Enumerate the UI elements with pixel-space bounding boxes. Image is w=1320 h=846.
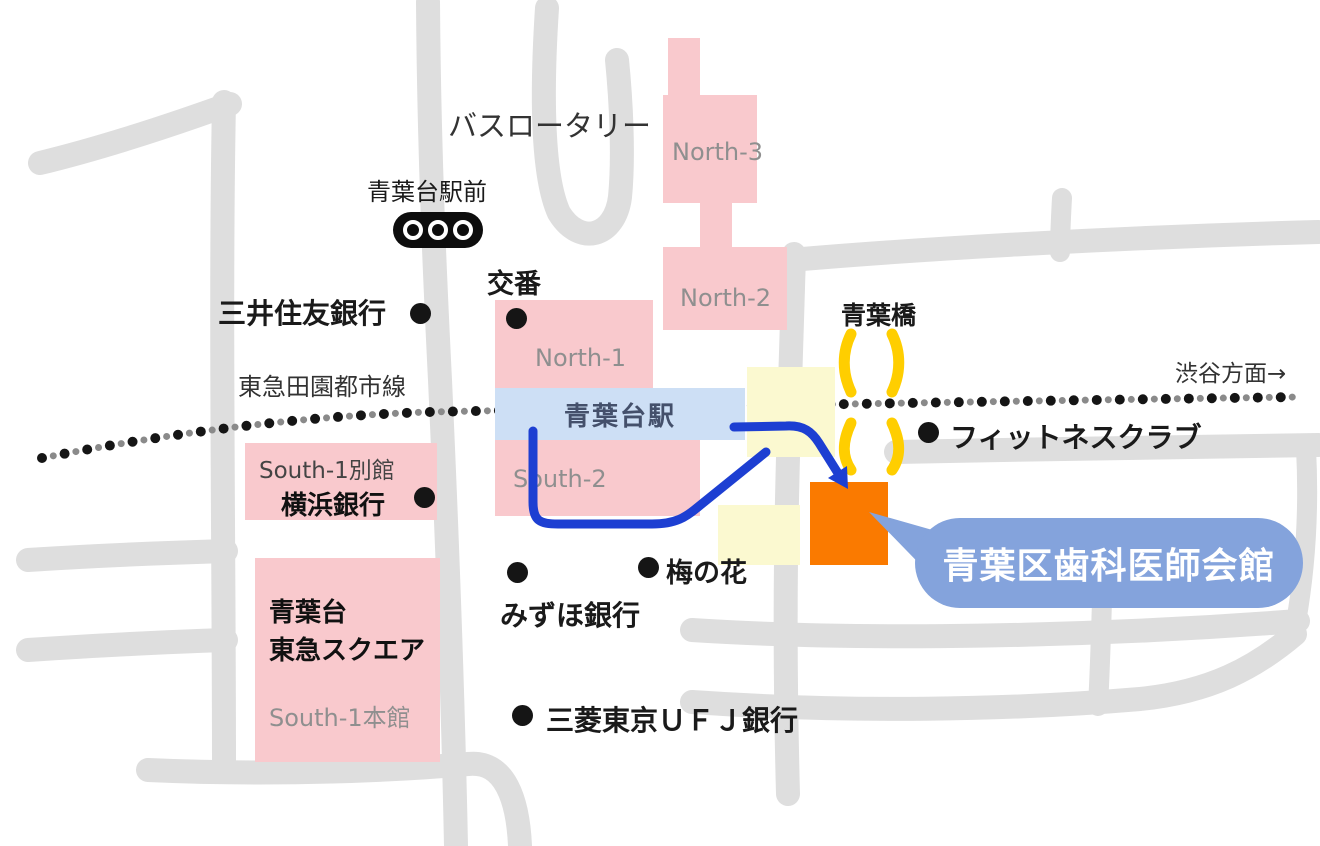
marker-dot-ufj-bank xyxy=(512,705,533,726)
building-north-2 xyxy=(663,247,787,330)
marker-dot-mizuho-bank xyxy=(507,562,528,583)
marker-dot-ume-no-hana xyxy=(638,557,659,578)
ume-no-hana-label: 梅の花 xyxy=(666,558,747,589)
station-front-label: 青葉台駅前 xyxy=(367,178,487,206)
building-north-connector xyxy=(700,203,732,247)
mizuho-bank-label: みずほ銀行 xyxy=(500,599,641,632)
signal-lamp-icon xyxy=(403,220,423,240)
ufj-bank-label: 三菱東京ＵＦＪ銀行 xyxy=(546,704,799,737)
building-north-1-label: North-1 xyxy=(535,344,627,372)
building-south-1-annex-label: South-1別館 xyxy=(259,458,395,484)
roads xyxy=(16,0,1320,846)
building-north-3-label: North-3 xyxy=(672,138,764,166)
marker-dot-police-box xyxy=(506,308,527,329)
building-north-3 xyxy=(663,95,757,203)
rail-line-label: 東急田園都市線 xyxy=(238,373,406,401)
destination-building xyxy=(810,482,888,565)
building-south-1-main-label: South-1本館 xyxy=(269,704,411,732)
fitness-club-label: フィットネスクラブ xyxy=(950,421,1202,454)
tokyu-square-label-2: 東急スクエア xyxy=(269,636,426,666)
building-south-1-annex: South-1別館 横浜銀行 xyxy=(245,443,437,521)
marker-dot-yokohama-bank xyxy=(414,487,435,508)
traffic-signal-icon xyxy=(393,212,483,248)
bus-rotary-label: バスロータリー xyxy=(448,109,652,143)
building-tokyu-square: 青葉台 東急スクエア South-1本館 xyxy=(255,558,440,762)
building-north-3-stem xyxy=(668,38,700,98)
marker-dot-fitness-club xyxy=(918,422,939,443)
highlight-area-east xyxy=(747,367,835,457)
tokyu-square-label-1: 青葉台 xyxy=(269,598,348,628)
destination-label: 青葉区歯科医師会館 xyxy=(942,546,1276,587)
marker-dot-smbc-bank xyxy=(410,303,431,324)
building-south-2-label: South-2 xyxy=(513,465,607,493)
building-north-2-label: North-2 xyxy=(680,284,772,312)
aobadai-station-block: 青葉台駅 xyxy=(495,388,745,440)
signal-lamp-icon xyxy=(453,220,473,240)
signal-lamp-icon xyxy=(428,220,448,240)
shibuya-direction-label: 渋谷方面→ xyxy=(1175,361,1287,387)
police-box-label: 交番 xyxy=(487,269,541,300)
smbc-bank-label: 三井住友銀行 xyxy=(218,297,387,330)
yokohama-bank-label: 横浜銀行 xyxy=(281,491,386,521)
destination-callout: 青葉区歯科医師会館 xyxy=(915,518,1303,608)
aobadai-station-label: 青葉台駅 xyxy=(563,401,676,432)
aoba-bridge-label: 青葉橋 xyxy=(841,301,917,330)
